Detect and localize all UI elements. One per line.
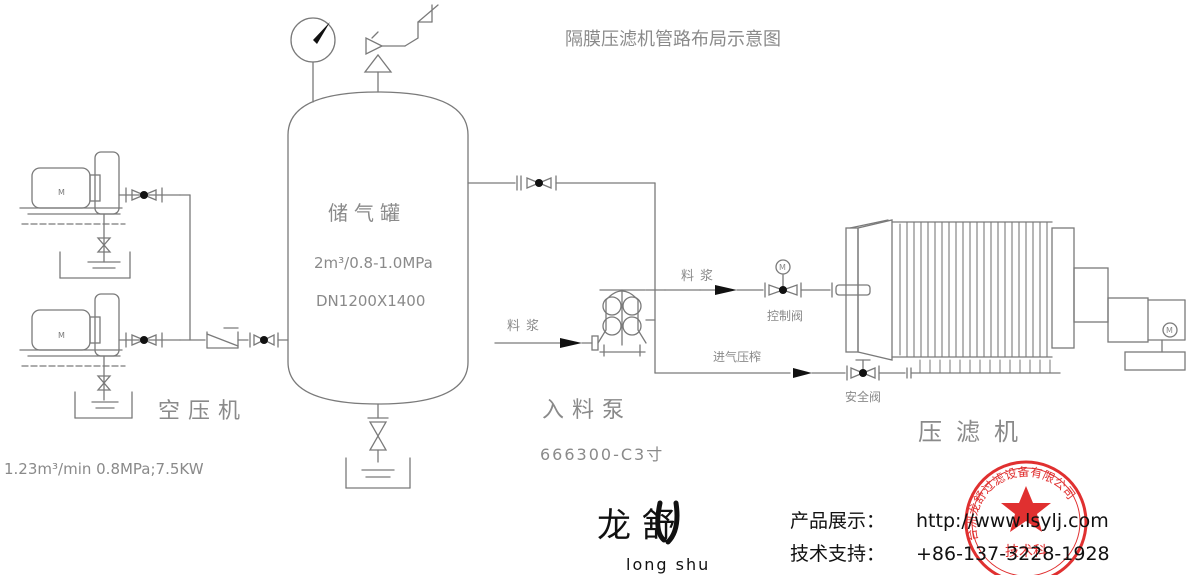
product-label: 产品展示： [790, 510, 885, 532]
air-compressor-bottom [19, 293, 181, 419]
compressor-spec: 1.23m³/min 0.8MPa;7.5KW [4, 460, 204, 478]
slurry-out-arrow [715, 285, 737, 295]
pump-name: 入料泵 [542, 398, 632, 423]
compressor-top-valve [125, 187, 163, 203]
stamp-center-text: 技术科 [1005, 544, 1047, 560]
slurry-in-arrow [560, 338, 582, 348]
press-motor-mark: M [1166, 326, 1173, 335]
air-compressor-top [19, 151, 181, 279]
tank-spec-size: DN1200X1400 [316, 292, 425, 310]
support-label: 技术支持： [790, 543, 885, 565]
control-valve-motor-mark: M [779, 263, 786, 272]
support-phone: +86-137-3228-1928 [916, 543, 1110, 565]
diagram-title: 隔膜压滤机管路布局示意图 [565, 29, 781, 50]
pump-model: 666300-C3寸 [540, 445, 664, 464]
tank-name: 储气罐 [328, 201, 406, 225]
safety-valve [846, 359, 880, 381]
pressure-gauge [290, 17, 336, 63]
air-flow-arrow [793, 368, 812, 378]
filter-press [845, 219, 1186, 374]
air-inlet-label: 进气压榨 [713, 349, 761, 364]
logo-pinyin: long shu [626, 555, 710, 574]
slurry-in-label: 料浆 [507, 319, 545, 334]
safety-valve-label: 安全阀 [845, 389, 881, 404]
product-url[interactable]: http://www.lsylj.com [916, 510, 1109, 532]
compressor-top-motor-mark: M [58, 188, 65, 197]
diaphragm-pump [591, 289, 647, 357]
tank-safety-valve [363, 4, 439, 73]
tank-drain-valve [345, 417, 411, 489]
slurry-out-label: 料浆 [681, 269, 719, 284]
tank-spec-volume: 2m³/0.8-1.0MPa [314, 254, 433, 272]
compressor-bottom-motor-mark: M [58, 331, 65, 340]
check-valve [206, 327, 239, 349]
compressor-name: 空压机 [158, 399, 248, 424]
logo-mark [655, 500, 680, 545]
control-valve-label: 控制阀 [767, 309, 803, 323]
air-storage-tank [287, 91, 469, 405]
filter-press-name: 压滤机 [918, 418, 1032, 446]
compressor-bottom-valve [125, 332, 163, 348]
brand-logo: 龙 舒 long shu [597, 500, 710, 574]
